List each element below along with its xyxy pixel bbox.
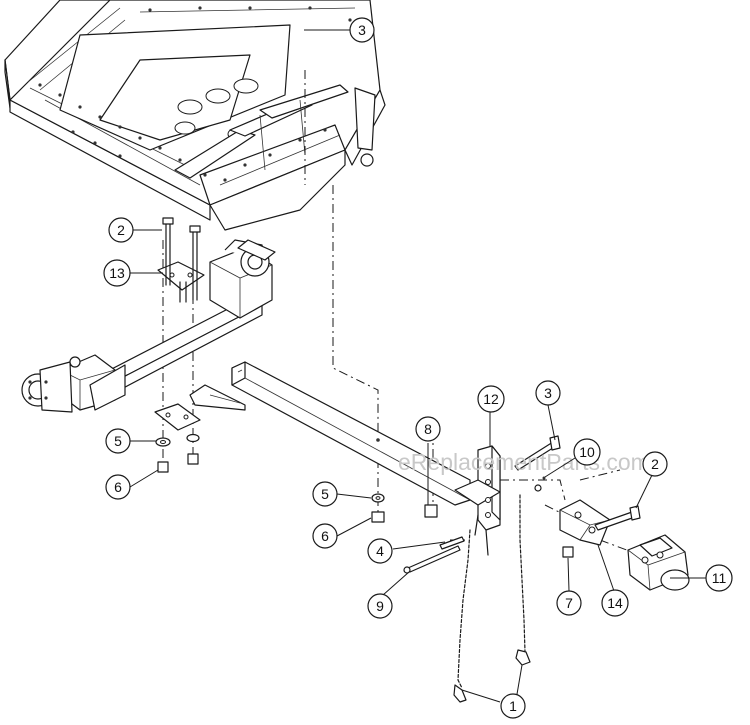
svg-text:12: 12 xyxy=(483,391,499,407)
bolts-4-9 xyxy=(403,536,465,574)
svg-text:3: 3 xyxy=(358,22,366,38)
callout-8: 8 xyxy=(415,416,441,442)
callout-2-left: 2 xyxy=(108,217,134,243)
watermark: eReplacementParts.com xyxy=(398,449,650,475)
callout-3-top: 3 xyxy=(349,17,375,43)
callout-5-center: 5 xyxy=(312,481,338,507)
callout-14: 14 xyxy=(601,589,629,617)
mower-deck-frame xyxy=(4,0,386,231)
svg-text:5: 5 xyxy=(321,486,329,502)
callout-9: 9 xyxy=(367,593,393,619)
bolt-2-right xyxy=(594,505,641,531)
axle-assembly xyxy=(21,239,276,413)
callout-12: 12 xyxy=(477,385,505,413)
callout-2-right: 2 xyxy=(642,451,668,477)
callout-7: 7 xyxy=(556,590,582,616)
svg-text:4: 4 xyxy=(376,543,384,559)
callout-3-right: 3 xyxy=(535,380,561,406)
hitch-bracket xyxy=(454,445,501,556)
svg-text:9: 9 xyxy=(376,598,384,614)
callout-10: 10 xyxy=(573,438,601,466)
mounting-plates xyxy=(154,217,205,473)
nut-10 xyxy=(534,476,546,492)
svg-text:1: 1 xyxy=(509,698,517,714)
svg-text:10: 10 xyxy=(579,444,595,460)
callout-5-left: 5 xyxy=(105,428,131,454)
svg-text:2: 2 xyxy=(651,456,659,472)
callout-11: 11 xyxy=(705,564,733,592)
callout-6-center: 6 xyxy=(312,523,338,549)
callout-4: 4 xyxy=(367,538,393,564)
callout-13: 13 xyxy=(103,259,131,287)
bolt-3-right xyxy=(514,435,561,471)
hitch-coupler-11 xyxy=(627,534,690,591)
svg-text:14: 14 xyxy=(607,595,623,611)
callout-6-left: 6 xyxy=(105,474,131,500)
svg-text:7: 7 xyxy=(565,595,573,611)
svg-text:6: 6 xyxy=(321,528,329,544)
svg-text:11: 11 xyxy=(712,570,727,586)
hitch-plate-14 xyxy=(559,499,611,558)
svg-text:2: 2 xyxy=(117,222,125,238)
svg-text:3: 3 xyxy=(544,385,552,401)
leader-lines xyxy=(129,29,706,703)
svg-text:8: 8 xyxy=(424,421,432,437)
safety-chains xyxy=(453,494,531,703)
svg-text:13: 13 xyxy=(109,265,125,281)
hitch-tongue xyxy=(231,361,471,523)
callout-1: 1 xyxy=(500,693,526,719)
svg-text:5: 5 xyxy=(114,433,122,449)
svg-text:6: 6 xyxy=(114,479,122,495)
